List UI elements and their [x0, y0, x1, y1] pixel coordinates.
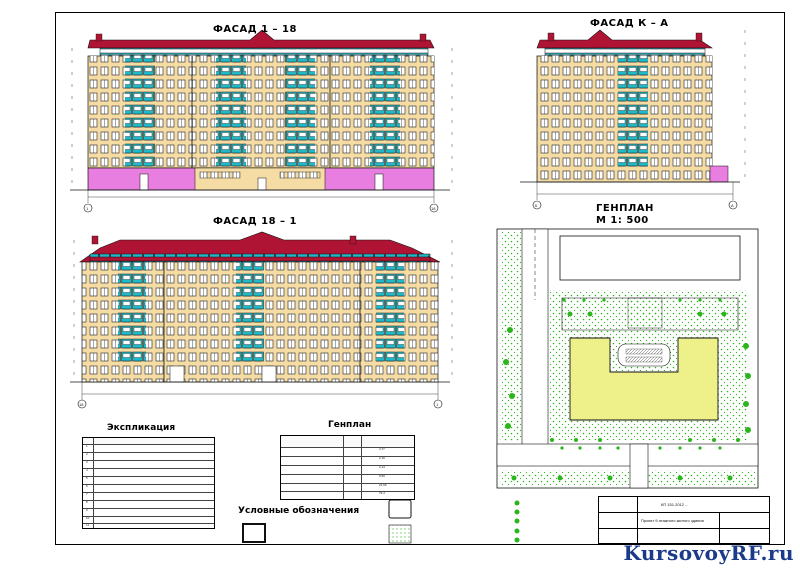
stamp-project: Проект 9-этажного жилого здания: [641, 518, 704, 523]
drawing-frame: [55, 12, 785, 545]
legend-title: Условные обозначения: [238, 506, 360, 516]
site-plan-key: [514, 500, 520, 543]
explication-table: 1 2 3 4 5 6 7 8 9 10 11: [82, 437, 215, 529]
stamp-code: КП 151.2012 ...: [661, 502, 689, 507]
facade-1-18: [70, 29, 453, 213]
facade-18-1-title: ФАСАД 18 – 1: [213, 216, 297, 227]
axis-label: А: [731, 203, 734, 208]
legend-symbols: [242, 499, 412, 544]
facade-k-a: [520, 29, 746, 210]
site-plan: [496, 228, 759, 489]
explication-title: Экспликация: [107, 423, 176, 433]
axis-label: К: [535, 203, 538, 208]
watermark: KursovoyRF.ru: [623, 541, 794, 565]
site-plan-scale: М 1: 500: [596, 215, 649, 226]
axis-label: 1: [86, 206, 89, 211]
site-plan-title: ГЕНПЛАН: [596, 203, 654, 214]
axis-label: 18: [79, 402, 84, 407]
axis-label: 1: [436, 402, 439, 407]
facade-k-a-title: ФАСАД К – А: [590, 18, 669, 29]
title-block: КП 151.2012 ... Проект 9-этажного жилого…: [598, 496, 770, 544]
facade-18-1: [70, 231, 453, 409]
genplan-table: 4,77 2,19 2,14 0,59 21,66 79,4: [280, 435, 415, 500]
genplan-table-title: Генплан: [328, 420, 372, 430]
facade-1-18-title: ФАСАД 1 – 18: [213, 24, 297, 35]
axis-label: 18: [431, 206, 436, 211]
